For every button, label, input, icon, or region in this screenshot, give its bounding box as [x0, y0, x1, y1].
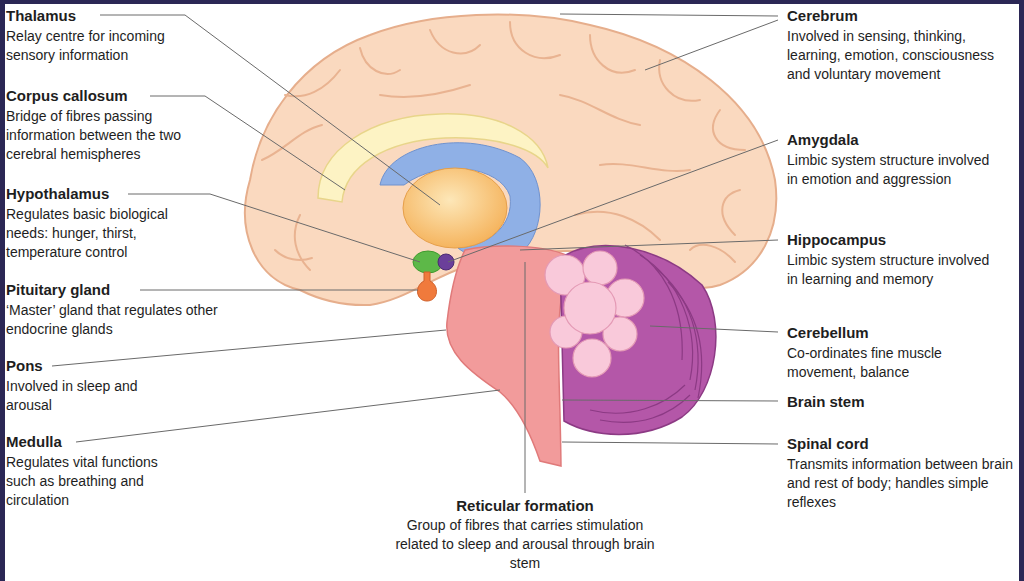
part-name: Hypothalamus: [6, 184, 206, 203]
part-name: Amygdala: [787, 130, 1012, 149]
part-name: Thalamus: [6, 6, 206, 25]
part-description: Involved in sleep and arousal: [6, 377, 156, 415]
part-description: Transmits information between brain and …: [787, 455, 1015, 512]
part-name: Cerebellum: [787, 323, 1012, 342]
part-name: Medulla: [6, 432, 206, 451]
part-name: Reticular formation: [395, 496, 655, 515]
part-description: Co-ordinates fine muscle movement, balan…: [787, 344, 1007, 382]
leader-lines: [52, 14, 778, 493]
part-description: Limbic system structure involved in lear…: [787, 251, 997, 289]
part-name: Pituitary gland: [6, 280, 206, 299]
limbic-band: [380, 143, 540, 261]
part-description: Involved in sensing, thinking, learning,…: [787, 27, 1015, 84]
part-description: ‘Master’ gland that regulates other endo…: [6, 301, 224, 339]
part-description: Relay centre for incoming sensory inform…: [6, 27, 194, 65]
pituitary-shape: [418, 272, 437, 301]
part-description: Limbic system structure involved in emot…: [787, 151, 997, 189]
part-name: Brain stem: [787, 392, 1012, 411]
part-name: Cerebrum: [787, 6, 1015, 25]
part-name: Spinal cord: [787, 434, 1012, 453]
part-name: Corpus callosum: [6, 86, 206, 105]
amygdala-shape: [438, 254, 454, 270]
part-description: Bridge of fibres passing information bet…: [6, 107, 198, 164]
part-name: Hippocampus: [787, 230, 1012, 249]
part-description: Regulates basic biological needs: hunger…: [6, 205, 194, 262]
thalamus-shape: [403, 168, 507, 248]
part-description: Group of fibres that carries stimulation…: [395, 516, 655, 573]
arbor-vitae: [545, 251, 644, 377]
part-name: Pons: [6, 356, 206, 375]
part-description: Regulates vital functions such as breath…: [6, 453, 184, 510]
